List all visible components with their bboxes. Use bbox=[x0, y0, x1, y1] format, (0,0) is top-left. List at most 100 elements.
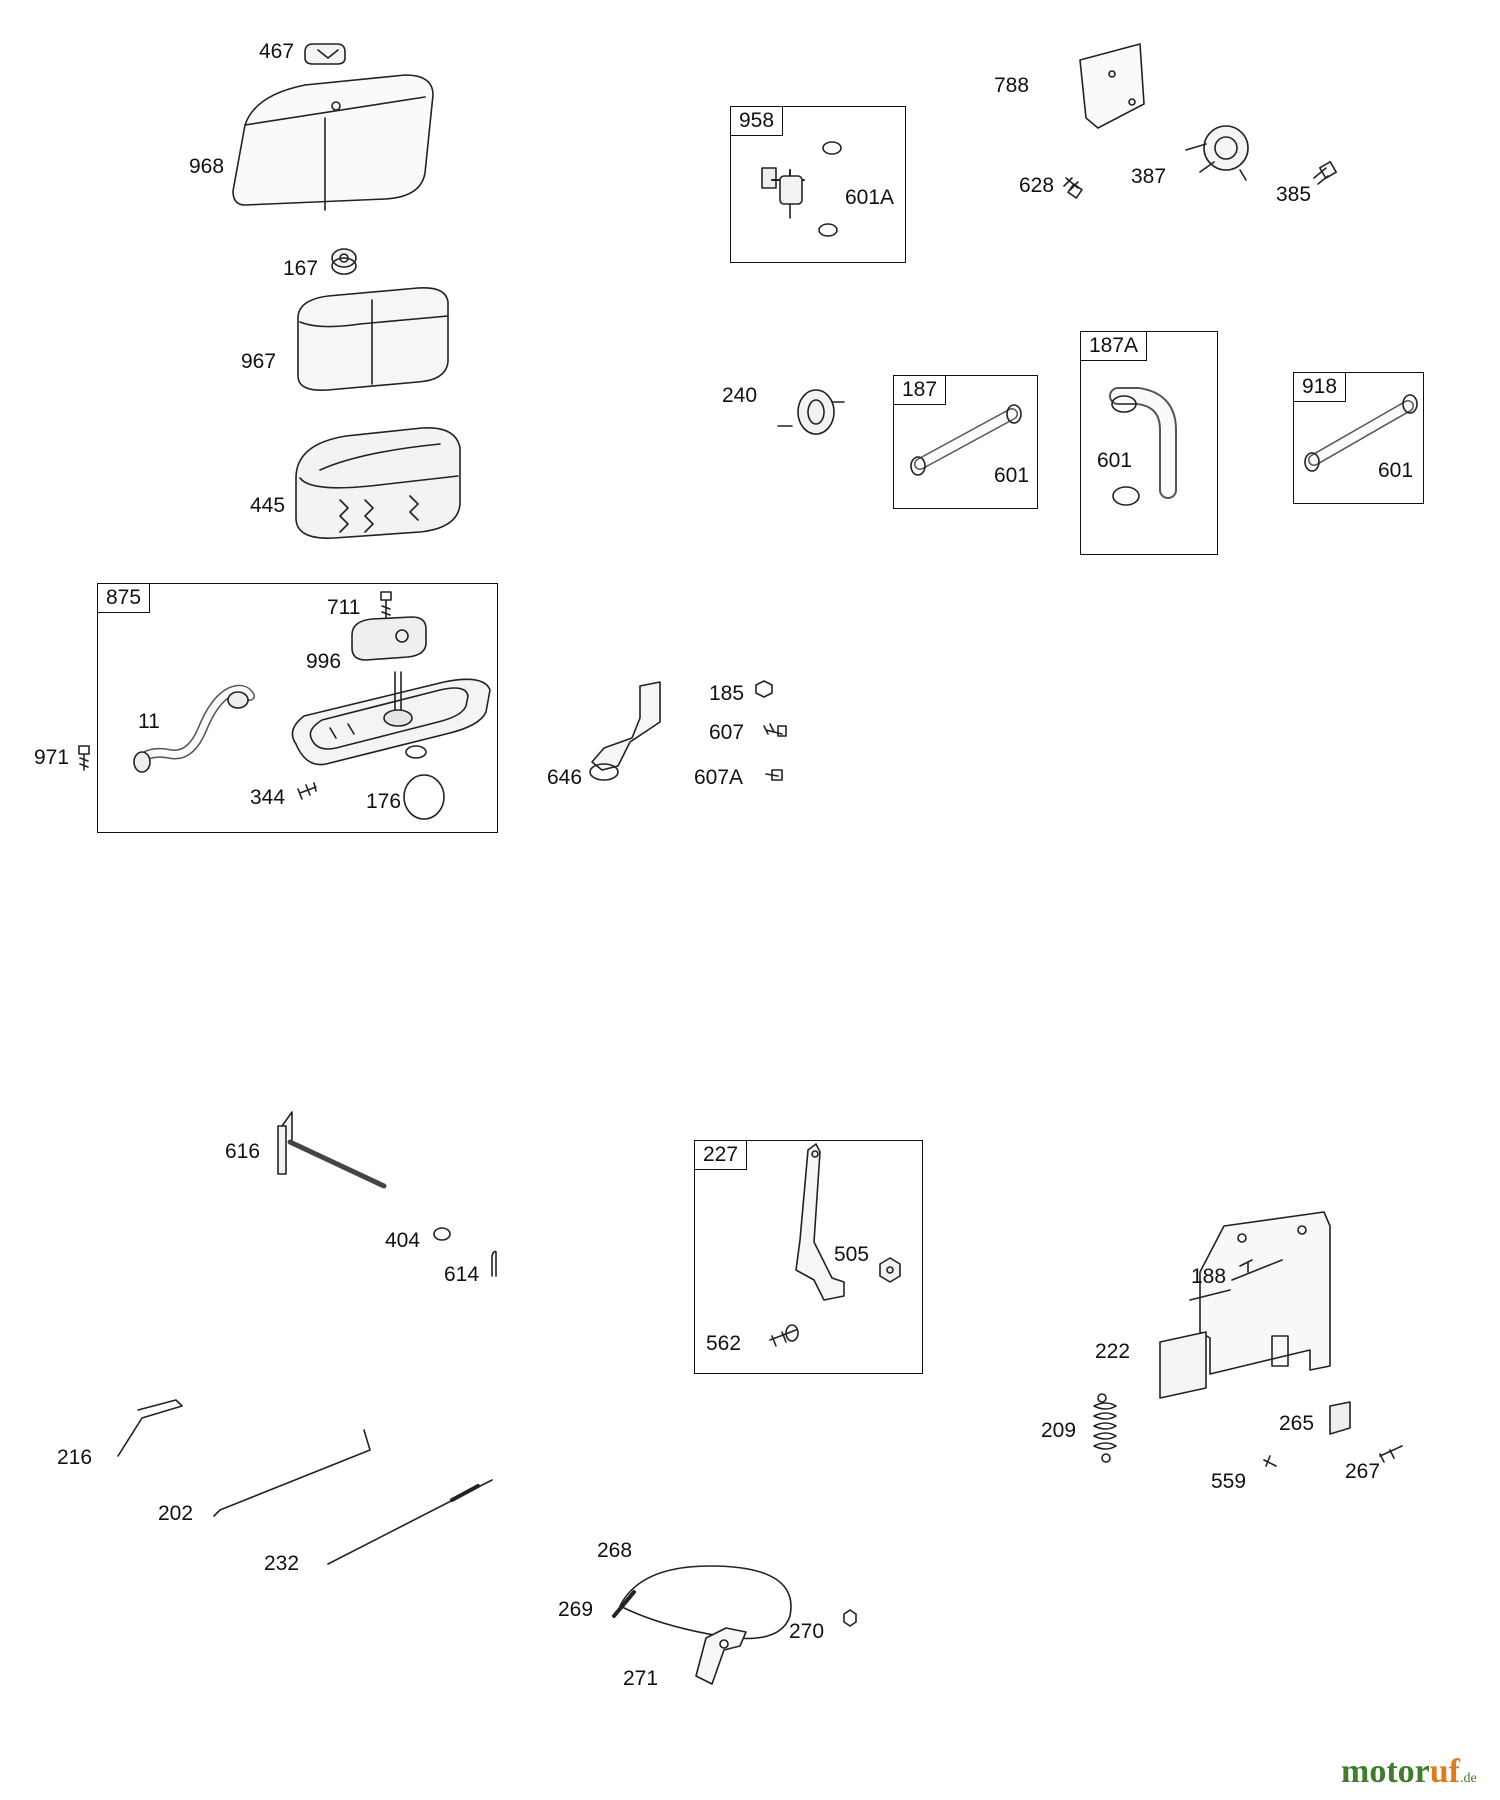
part-227-drawing bbox=[795, 1143, 845, 1301]
part-646-drawing bbox=[589, 681, 661, 781]
kit-box-918: 918 bbox=[1293, 372, 1424, 504]
label-601-kit-918: 601 bbox=[1378, 459, 1414, 482]
part-267-drawing bbox=[1379, 1445, 1403, 1463]
label-445: 445 bbox=[250, 494, 286, 517]
label-404: 404 bbox=[385, 1229, 421, 1252]
part-445-drawing bbox=[295, 427, 461, 539]
part-788-drawing bbox=[1079, 43, 1145, 129]
part-711-drawing bbox=[380, 591, 392, 621]
part-167-drawing bbox=[331, 248, 357, 275]
label-344: 344 bbox=[250, 786, 286, 809]
part-base-drawing bbox=[291, 671, 491, 766]
label-271: 271 bbox=[623, 1667, 659, 1690]
part-971-drawing bbox=[78, 745, 90, 771]
kit-box-187: 187 bbox=[893, 375, 1038, 509]
part-607-drawing bbox=[763, 723, 787, 737]
part-616-drawing bbox=[277, 1111, 387, 1189]
part-958-drawing bbox=[761, 167, 805, 219]
label-467: 467 bbox=[259, 40, 295, 63]
watermark-part2: uf bbox=[1429, 1753, 1460, 1790]
kit-box-875: 875 bbox=[97, 583, 498, 833]
part-268-drawing bbox=[619, 1565, 792, 1640]
part-271-drawing bbox=[695, 1627, 747, 1685]
part-559-drawing bbox=[1263, 1455, 1277, 1467]
label-607: 607 bbox=[709, 721, 745, 744]
watermark-suffix: .de bbox=[1459, 1771, 1477, 1786]
label-971: 971 bbox=[34, 746, 70, 769]
part-562-drawing bbox=[769, 1324, 799, 1347]
label-265: 265 bbox=[1279, 1412, 1315, 1435]
label-559: 559 bbox=[1211, 1470, 1247, 1493]
part-202-drawing bbox=[213, 1429, 371, 1517]
part-265-drawing bbox=[1329, 1401, 1351, 1435]
label-968: 968 bbox=[189, 155, 225, 178]
kit-box-227: 227 bbox=[694, 1140, 923, 1374]
label-269: 269 bbox=[558, 1598, 594, 1621]
label-176: 176 bbox=[366, 790, 402, 813]
part-270-drawing bbox=[843, 1609, 857, 1627]
label-222: 222 bbox=[1095, 1340, 1131, 1363]
label-628: 628 bbox=[1019, 174, 1055, 197]
label-601-kit-187: 601 bbox=[994, 464, 1030, 487]
kit-tag-227: 227 bbox=[695, 1141, 748, 1170]
part-967-drawing bbox=[297, 286, 449, 392]
watermark-part1: motor bbox=[1341, 1753, 1430, 1790]
kit-box-187A: 187A bbox=[1080, 331, 1218, 555]
label-167: 167 bbox=[283, 257, 319, 280]
label-209: 209 bbox=[1041, 1419, 1077, 1442]
part-385-drawing bbox=[1313, 161, 1337, 185]
label-11: 11 bbox=[138, 710, 160, 733]
part-505-drawing bbox=[879, 1257, 901, 1283]
part-232-drawing bbox=[327, 1479, 493, 1565]
label-267: 267 bbox=[1345, 1460, 1381, 1483]
part-176-drawing bbox=[403, 774, 445, 820]
kit-box-958: 958 bbox=[730, 106, 906, 263]
label-387: 387 bbox=[1131, 165, 1167, 188]
part-222-drawing bbox=[1159, 1211, 1331, 1399]
part-187-drawing bbox=[910, 404, 1022, 476]
kit-tag-958: 958 bbox=[731, 107, 784, 136]
label-505: 505 bbox=[834, 1243, 870, 1266]
label-268: 268 bbox=[597, 1539, 633, 1562]
kit-tag-875: 875 bbox=[98, 584, 151, 613]
part-607A-drawing bbox=[765, 769, 783, 781]
label-270: 270 bbox=[789, 1620, 825, 1643]
label-614: 614 bbox=[444, 1263, 480, 1286]
part-209-drawing bbox=[1093, 1393, 1117, 1463]
part-216-drawing bbox=[117, 1399, 183, 1457]
label-240: 240 bbox=[722, 384, 758, 407]
label-202: 202 bbox=[158, 1502, 194, 1525]
part-996-drawing bbox=[351, 616, 427, 661]
label-188: 188 bbox=[1191, 1265, 1227, 1288]
label-646: 646 bbox=[547, 766, 583, 789]
part-240-drawing bbox=[777, 389, 845, 435]
part-601A-clip-drawing bbox=[818, 141, 842, 237]
part-968-drawing bbox=[232, 74, 434, 211]
label-996: 996 bbox=[306, 650, 342, 673]
label-185: 185 bbox=[709, 682, 745, 705]
watermark-logo: motoruf.de bbox=[1341, 1755, 1477, 1789]
part-187A-drawing bbox=[1109, 387, 1177, 506]
kit-tag-187A: 187A bbox=[1081, 332, 1148, 361]
label-967: 967 bbox=[241, 350, 277, 373]
part-628-drawing bbox=[1063, 177, 1083, 199]
label-711: 711 bbox=[327, 596, 361, 619]
label-385: 385 bbox=[1276, 183, 1312, 206]
label-601A: 601A bbox=[845, 186, 895, 209]
part-404-drawing bbox=[433, 1227, 451, 1241]
part-918-drawing bbox=[1304, 394, 1418, 472]
part-269-drawing bbox=[612, 1590, 636, 1618]
label-216: 216 bbox=[57, 1446, 93, 1469]
label-616: 616 bbox=[225, 1140, 261, 1163]
label-607A: 607A bbox=[694, 766, 744, 789]
kit-tag-187: 187 bbox=[894, 376, 947, 405]
part-188-drawing bbox=[1239, 1259, 1253, 1273]
label-601-kit-187A: 601 bbox=[1097, 449, 1133, 472]
label-788: 788 bbox=[994, 74, 1030, 97]
part-614-drawing bbox=[491, 1250, 497, 1277]
label-562: 562 bbox=[706, 1332, 742, 1355]
part-344-drawing bbox=[297, 782, 317, 800]
part-387-drawing bbox=[1185, 125, 1249, 181]
part-11-drawing bbox=[133, 684, 255, 773]
